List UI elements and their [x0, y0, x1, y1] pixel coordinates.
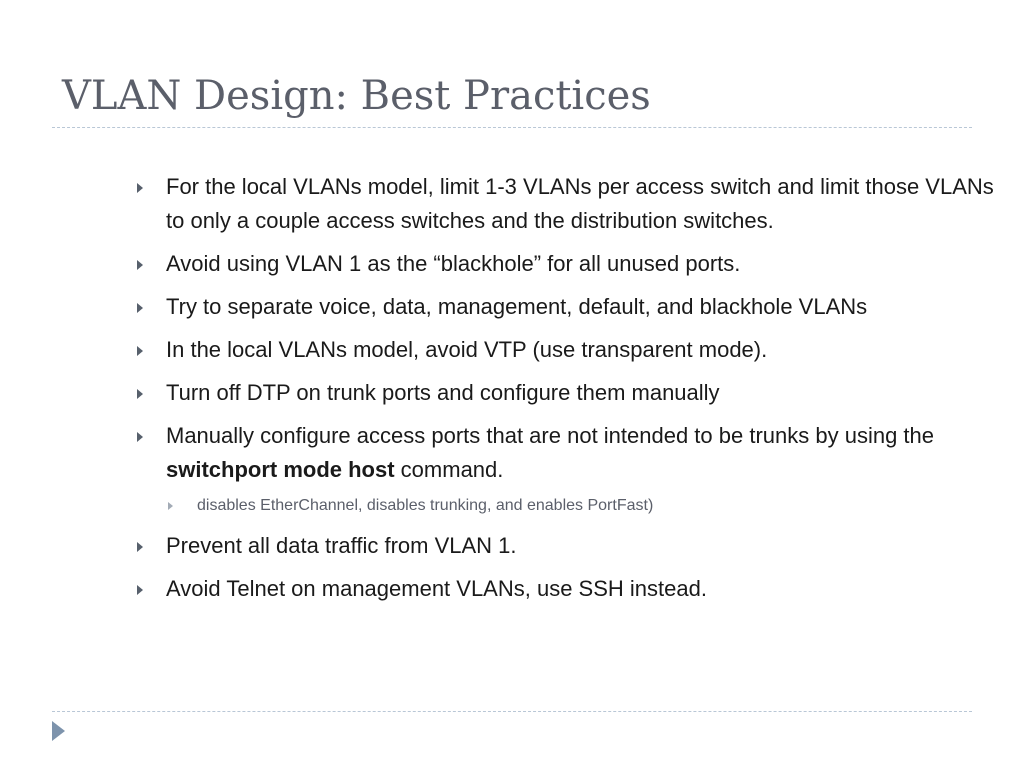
bullet-text: Turn off DTP on trunk ports and configur…: [166, 380, 720, 405]
triangle-right-icon: [137, 260, 143, 270]
triangle-right-icon: [137, 542, 143, 552]
bullet-text: Avoid Telnet on management VLANs, use SS…: [166, 576, 707, 601]
bullet-item: Avoid Telnet on management VLANs, use SS…: [132, 572, 1002, 606]
triangle-right-icon: [137, 432, 143, 442]
command-emphasis: switchport mode host: [166, 457, 395, 482]
bullet-text-prefix: Manually configure access ports that are…: [166, 423, 935, 448]
bullet-item: Try to separate voice, data, management,…: [132, 290, 1002, 324]
footer-divider: [52, 711, 972, 712]
bullet-item: Avoid using VLAN 1 as the “blackhole” fo…: [132, 247, 1002, 281]
sub-bullet-text: disables EtherChannel, disables trunking…: [197, 497, 654, 514]
bullet-text-suffix: command.: [394, 457, 504, 482]
bullet-text: Manually configure access ports that are…: [166, 423, 934, 482]
bullet-text: In the local VLANs model, avoid VTP (use…: [166, 337, 768, 362]
bullet-item: For the local VLANs model, limit 1-3 VLA…: [132, 170, 1002, 238]
sub-bullet-item: disables EtherChannel, disables trunking…: [132, 494, 1002, 518]
bullet-text: Try to separate voice, data, management,…: [166, 294, 868, 319]
bullet-item: In the local VLANs model, avoid VTP (use…: [132, 333, 1002, 367]
slide-title: VLAN Design: Best Practices: [62, 73, 651, 119]
bullet-list: For the local VLANs model, limit 1-3 VLA…: [132, 170, 1002, 606]
triangle-right-icon: [137, 346, 143, 356]
bullet-item: Prevent all data traffic from VLAN 1.: [132, 529, 1002, 563]
play-triangle-icon[interactable]: [52, 721, 65, 741]
triangle-right-small-icon: [168, 502, 173, 510]
triangle-right-icon: [137, 183, 143, 193]
bullet-text: For the local VLANs model, limit 1-3 VLA…: [166, 174, 994, 233]
bullet-text: Prevent all data traffic from VLAN 1.: [166, 533, 517, 558]
triangle-right-icon: [137, 585, 143, 595]
title-divider: [52, 127, 972, 128]
slide-content: For the local VLANs model, limit 1-3 VLA…: [132, 170, 1002, 615]
bullet-item: Manually configure access ports that are…: [132, 419, 1002, 487]
bullet-text: Avoid using VLAN 1 as the “blackhole” fo…: [166, 251, 741, 276]
triangle-right-icon: [137, 303, 143, 313]
bullet-item: Turn off DTP on trunk ports and configur…: [132, 376, 1002, 410]
triangle-right-icon: [137, 389, 143, 399]
